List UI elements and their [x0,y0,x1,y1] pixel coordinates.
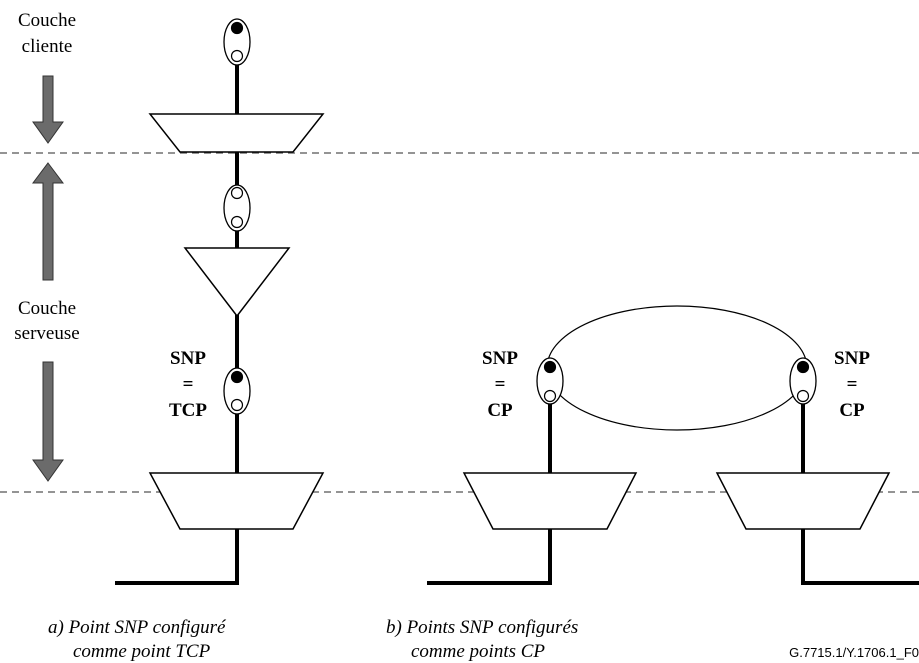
b-left-equals-label: = [495,374,506,395]
b-left-adaptation-function [462,472,638,530]
b-left-cp-label: CP [487,400,513,421]
a-adaptation-function-top [148,113,325,153]
b-right-cp-label: CP [839,400,865,421]
b-left-snp-cp-point [536,357,564,405]
caption-a-line-1: a) Point SNP configuré [48,617,227,638]
b-right-adaptation-function [715,472,891,530]
server-layer-label-1: Couche [18,298,76,319]
a-trail-termination [183,247,291,318]
client-layer-label-1: Couche [18,10,76,31]
b-right-snp-cp-point [789,357,817,405]
server-layer-label-2: serveuse [14,323,79,344]
a-adaptation-function-bottom [148,472,325,530]
a-middle-connection-point [223,184,251,232]
b-link-connection-loop [546,305,808,431]
client-down-arrow [32,75,64,144]
caption-b-line-1: b) Points SNP configurés [386,617,578,638]
b-left-snp-label: SNP [482,348,518,369]
a-top-connection-point [223,18,251,66]
server-up-arrow [32,162,64,281]
b-right-snp-label: SNP [834,348,870,369]
a-snp-tcp-point [223,367,251,415]
caption-a-line-2: comme point TCP [73,641,211,662]
figure-id: G.7715.1/Y.1706.1_F0 [789,645,919,660]
a-snp-label: SNP [170,348,206,369]
caption-b-line-2: comme points CP [411,641,545,662]
a-equals-label: = [183,374,194,395]
server-down-arrow [32,361,64,482]
b-right-equals-label: = [847,374,858,395]
a-tcp-label: TCP [169,400,207,421]
client-layer-label-2: cliente [22,36,73,57]
